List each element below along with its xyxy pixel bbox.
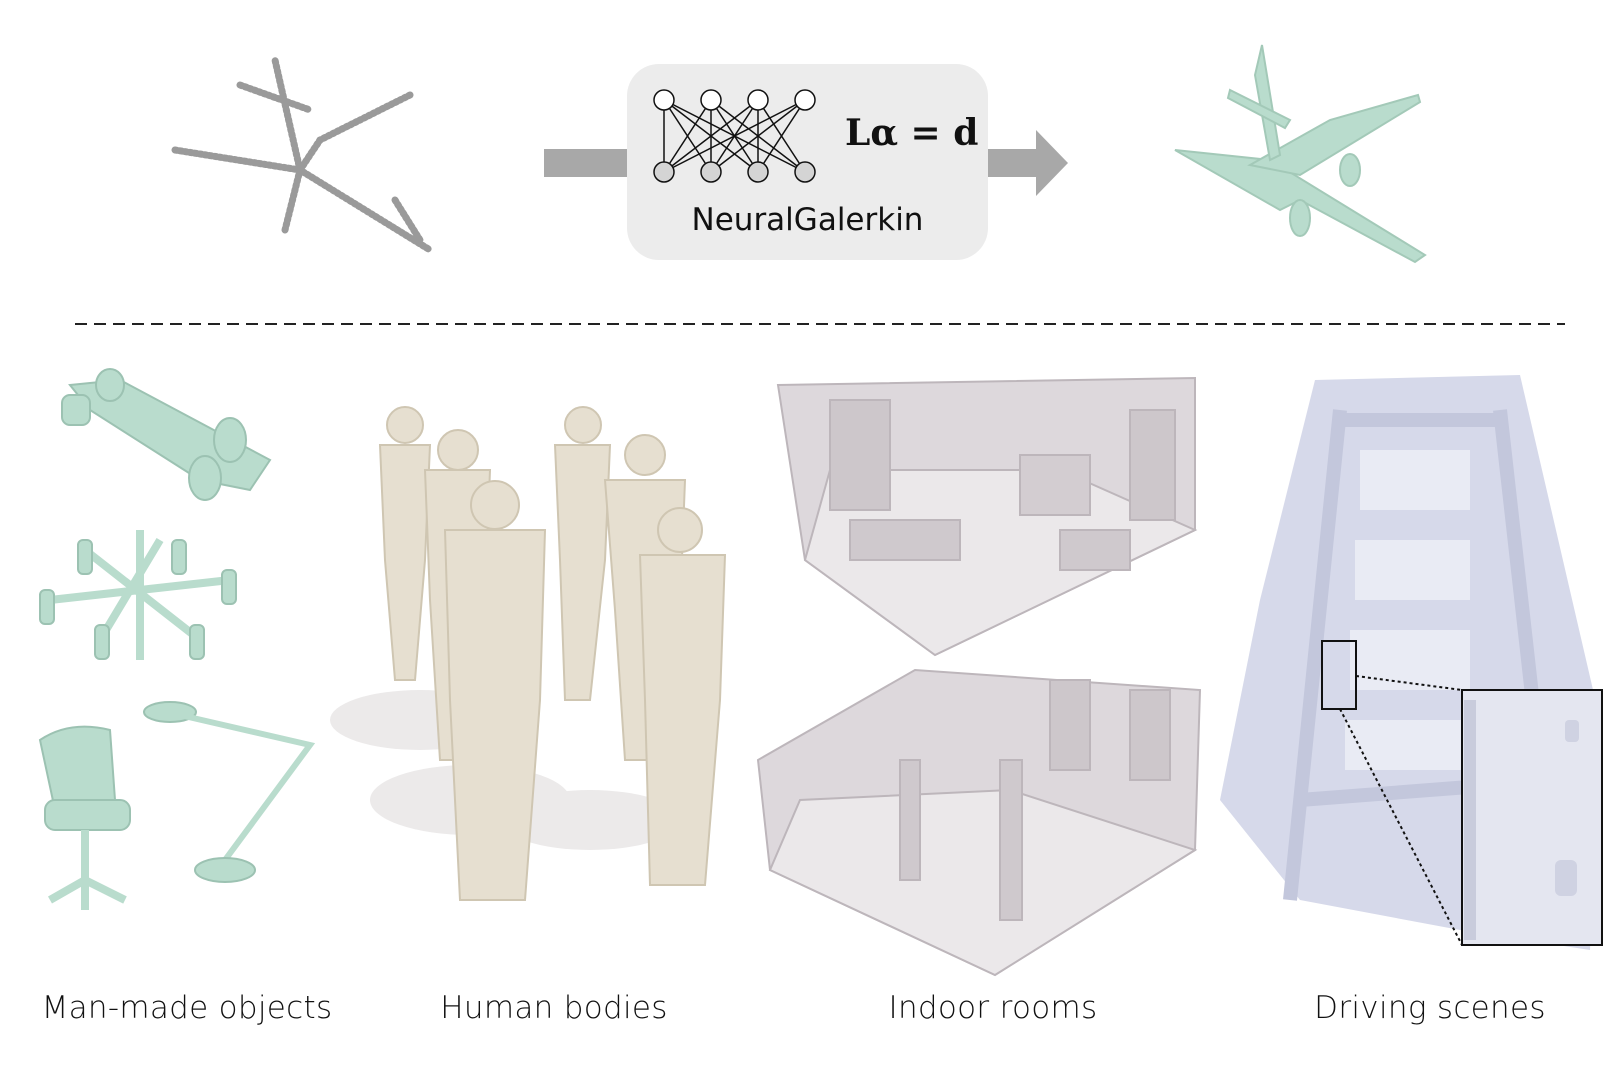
point-cloud-airplane [171, 56, 434, 254]
neural-network-icon [653, 89, 816, 183]
human-body [443, 480, 547, 901]
input-arrow [544, 149, 627, 177]
galerkin-equation: Lα = d [845, 112, 979, 154]
caption-driving-scenes: Driving scenes [1314, 990, 1546, 1026]
reconstructed-airplane [1174, 44, 1427, 264]
living-room-render [776, 376, 1198, 657]
zoom-source-box [1321, 640, 1357, 710]
zoom-inset [1461, 689, 1603, 946]
caption-man-made-objects: Man-made objects [41, 990, 333, 1026]
race-car-render [61, 368, 272, 501]
indoor-rooms-renders [756, 376, 1202, 977]
human-body [378, 406, 432, 681]
method-name: NeuralGalerkin [691, 202, 924, 238]
neural-galerkin-block: Lα = d NeuralGalerkin [627, 64, 988, 260]
library-room-render [756, 668, 1202, 977]
floor-lamp-render [143, 701, 316, 883]
man-made-objects-renders [38, 368, 316, 910]
human-body [553, 406, 612, 701]
chandelier-render [39, 530, 237, 660]
caption-indoor-rooms: Indoor rooms [888, 990, 1098, 1026]
caption-human-bodies: Human bodies [440, 990, 668, 1026]
output-arrow [988, 130, 1068, 196]
human-body [638, 507, 727, 886]
human-bodies-renders [330, 406, 727, 901]
office-chair-render [38, 725, 131, 910]
driving-scene-render [1220, 375, 1603, 950]
